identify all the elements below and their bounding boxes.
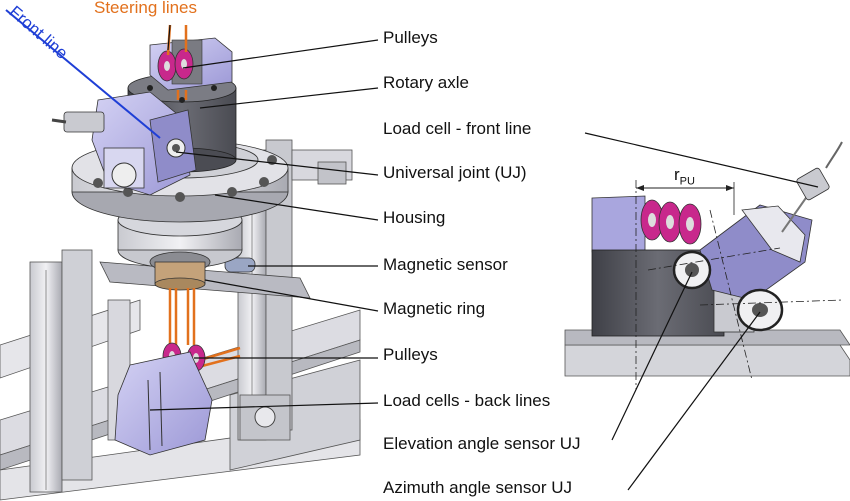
right-detail-view	[564, 141, 850, 390]
label-load-cells-back: Load cells - back lines	[383, 391, 551, 410]
left-assembly	[0, 24, 361, 501]
label-magnetic-sensor: Magnetic sensor	[383, 255, 508, 274]
magnetic-sensor-body	[224, 257, 256, 273]
detail-pulleys	[640, 199, 702, 245]
top-pulley-block	[149, 37, 233, 91]
back-load-cells	[114, 351, 213, 456]
label-elevation-sensor: Elevation angle sensor UJ	[383, 434, 581, 453]
front-line-tether	[5, 9, 161, 139]
rpu-subscript: PU	[679, 175, 695, 188]
label-pulleys-bottom: Pulleys	[383, 345, 438, 364]
label-rotary-axle: Rotary axle	[383, 73, 469, 92]
leader-lines	[149, 24, 819, 491]
label-azimuth-sensor: Azimuth angle sensor UJ	[383, 478, 572, 497]
label-steering-lines: Steering lines	[94, 0, 198, 17]
rpu-symbol: r	[674, 165, 680, 184]
label-pulleys-top: Pulleys	[383, 28, 438, 47]
label-universal-joint: Universal joint (UJ)	[383, 163, 527, 182]
label-load-cell-front: Load cell - front line	[383, 119, 532, 138]
label-housing: Housing	[383, 208, 446, 227]
label-rpu: rPU	[674, 165, 695, 187]
label-magnetic-ring: Magnetic ring	[383, 299, 486, 318]
